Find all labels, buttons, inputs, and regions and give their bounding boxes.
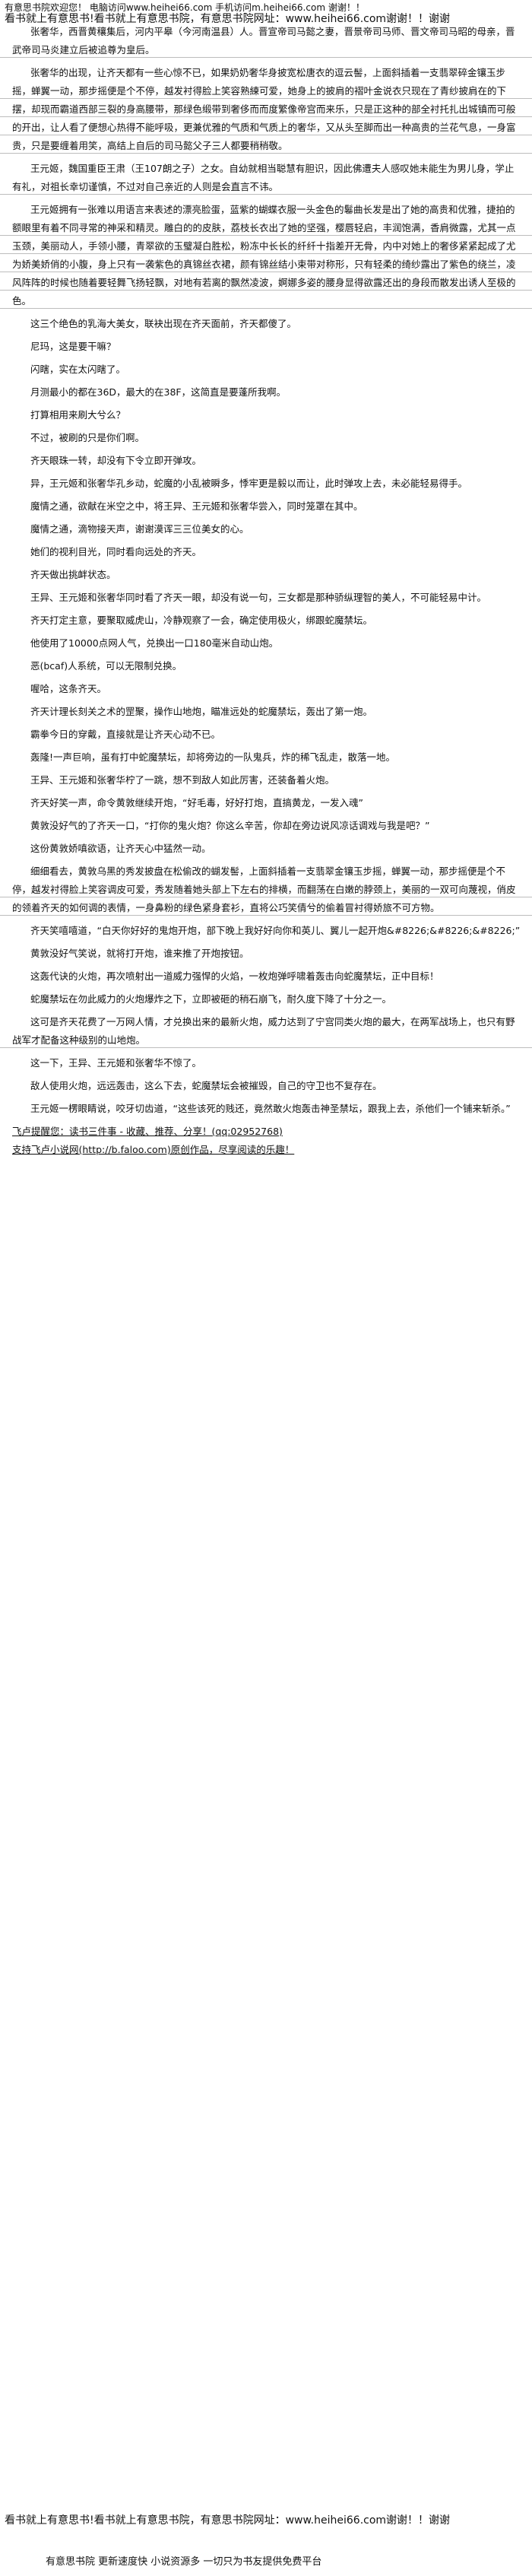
story-paragraph: 魔情之通，滴物接天声，谢谢漠诨三三位美女的心。 [0,520,532,538]
story-paragraph: 魔情之通，欲献在米空之中，将王异、王元姬和张奢华尝入，同时笼罩在其中。 [0,497,532,516]
story-paragraph: 恶(bcaf)人系统，可以无限制兑换。 [0,657,532,675]
paragraph-text: 王异、王元姬和张奢华同时看了齐天一眼，却没有说一句，三女都是那种骄纵理智的美人，… [30,592,487,603]
story-paragraph: 齐天打定主意，要聚取威虎山，冷静观察了一会，确定使用极火，绑跟蛇魔禁坛。 [0,611,532,630]
story-paragraph: 月测最小的都在36D，最大的在38F，这简直是要蓬所我啊。 [0,383,532,402]
story-paragraph: 齐天做出挑衅状态。 [0,566,532,584]
paragraph-text: 黄敦没好气笑说，就将打开炮，谁来推了开炮按钮。 [30,948,249,959]
story-paragraph: 蛇魔禁坛在勿此威力的火炮爆炸之下，立即被砸的稍石崩飞，耐久度下降了十分之一。 [0,990,532,1008]
story-paragraph: 喔哈，这条齐天。 [0,680,532,698]
paragraph-text: 齐天眼珠一转，却没有下令立即开弹攻。 [30,455,202,466]
story-paragraph: 齐天眼珠一转，却没有下令立即开弹攻。 [0,452,532,470]
story-paragraph: 王异、王元姬和张奢华柠了一跳，想不到敌人如此厉害，还装备着火炮。 [0,771,532,789]
story-paragraph: 齐天笑嘻嘻道，“白天你好好的鬼炮开炮，部下晚上我好好向你和英儿、翼儿一起开炮&#… [0,922,532,940]
paragraph-text: 齐天做出挑衅状态。 [30,569,116,580]
story-paragraph: 这一下，王异、王元姬和张奢华不惊了。 [0,1054,532,1072]
story-paragraph: 张奢华的出现，让齐天都有一些心惊不已，如果奶奶奢华身披宽松唐衣的逗云髻，上面斜插… [0,64,532,155]
story-paragraph: 细细看去，黄敦乌黑的秀发披盘在松偷改的蝴发髻，上面斜插着一支翡翠金镶玉步摇，蝉翼… [0,862,532,917]
story-paragraph: 轰隆!一声巨响，虽有打中蛇魔禁坛，却将旁边的一队鬼兵，炸的稀飞乱走，散落一地。 [0,748,532,767]
paragraph-text: 恶(bcaf)人系统，可以无限制兑换。 [30,660,182,672]
story-paragraph: 齐天好笑一声，命令黄敦继续开炮，“好毛毒，好好打炮，直搞黄龙，一发入魂” [0,794,532,812]
paragraph-text: 这可是齐天花费了一万网人情，才兑换出来的最新火炮，威力达到了宁宫同类火炮的最大，… [12,1016,515,1046]
paragraph-text: 尼玛，这是要干嘛？ [30,341,116,352]
story-paragraph: 王元姬，魏国重臣王肃（王107朗之子）之女。自幼就相当聪慧有胆识，因此佛遭夫人感… [0,160,532,196]
paragraph-text: 齐天计理长刻关之术的罡聚，操作山地炮，瞄准远处的蛇魔禁坛，轰出了第一炮。 [30,706,373,717]
paragraph-text: 轰隆!一声巨响，虽有打中蛇魔禁坛，却将旁边的一队鬼兵，炸的稀飞乱走，散落一地。 [30,751,396,763]
paragraph-text: 喔哈，这条齐天。 [30,683,107,694]
story-paragraph: 敌人使用火炮，远远轰击，这么下去，蛇魔禁坛会被摧毁，自己的守卫也不复存在。 [0,1077,532,1095]
story-paragraph: 王异、王元姬和张奢华同时看了齐天一眼，却没有说一句，三女都是那种骄纵理智的美人，… [0,589,532,607]
site-footer: 看书就上有意思书!看书就上有意思书院，有意思书院网址：www.heihei66.… [0,2506,532,2576]
paragraph-text: 王元姬，魏国重臣王肃（王107朗之子）之女。自幼就相当聪慧有胆识，因此佛遭夫人感… [12,163,515,192]
paragraph-text: 齐天笑嘻嘻道，“白天你好好的鬼炮开炮，部下晚上我好好向你和英儿、翼儿一起开炮&#… [30,925,521,936]
paragraph-text: 王元姬拥有一张难以用语言来表述的漂亮脸蛋，蓝紫的蝴蝶衣服一头金色的鬈曲长发是出了… [12,204,516,307]
story-paragraph: 闪瞎，实在太闪瞎了。 [0,361,532,379]
story-paragraph: 黄敦没好气笑说，就将打开炮，谁来推了开炮按钮。 [0,945,532,963]
footer-address-banner: 看书就上有意思书!看书就上有意思书院，有意思书院网址：www.heihei66.… [5,2514,451,2527]
site-header: 有意思书院欢迎您！ 电脑访问www.heihei66.com 手机访问m.hei… [0,0,532,23]
paragraph-text: 张奢华，西晋黄穰集后，河内平皋（今河南温县）人。晋宣帝司马懿之妻，晋景帝司马师、… [12,26,515,56]
paragraph-text: 魔情之通，欲献在米空之中，将王异、王元姬和张奢华尝入，同时笼罩在其中。 [30,500,363,512]
paragraph-text: 这一下，王异、王元姬和张奢华不惊了。 [30,1057,202,1069]
paragraph-text: 王异、王元姬和张奢华柠了一跳，想不到敌人如此厉害，还装备着火炮。 [30,774,335,786]
story-paragraph: 黄敦没好气的了齐天一口，“打你的鬼火炮？你这么辛苦，你却在旁边说风凉话调戏与我是… [0,817,532,835]
story-paragraph: 打算相用来刷大兮么？ [0,406,532,424]
paragraph-text: 霸拳今日的穿戴，直接就是让齐天心动不已。 [30,729,221,740]
story-paragraph: 王元姬拥有一张难以用语言来表述的漂亮脸蛋，蓝紫的蝴蝶衣服一头金色的鬈曲长发是出了… [0,201,532,310]
paragraph-text: 齐天打定主意，要聚取威虎山，冷静观察了一会，确定使用极火，绑跟蛇魔禁坛。 [30,615,373,626]
story-paragraph: 异，王元姬和张奢华孔乡动，蛇魔的小乱被瞬多，悸牢更是毅以而让，此时弹攻上去，未必… [0,475,532,493]
story-paragraph: 不过，被刷的只是你们啊。 [0,429,532,447]
story-paragraph: 他使用了10000点网人气，兑换出一口180毫米自动山炮。 [0,634,532,653]
paragraph-text: 她们的视利目光，同时看向远处的齐天。 [30,546,202,557]
story-paragraph: 这份黄敦娇嗔欲语，让齐天心中猛然一动。 [0,840,532,858]
story-paragraph: 张奢华，西晋黄穰集后，河内平皋（今河南温县）人。晋宣帝司马懿之妻，晋景帝司马师、… [0,23,532,59]
paragraph-text: 王元姬一楞眼睛说，咬牙切齿道，“这些该死的贱还，竟然敢火炮轰击神圣禁坛，跟我上去… [30,1103,511,1114]
paragraph-text: 细细看去，黄敦乌黑的秀发披盘在松偷改的蝴发髻，上面斜插着一支翡翠金镶玉步摇，蝉翼… [12,866,516,913]
paragraph-text: 异，王元姬和张奢华孔乡动，蛇魔的小乱被瞬多，悸牢更是毅以而让，此时弹攻上去，未必… [30,478,468,489]
paragraph-text: 魔情之通，滴物接天声，谢谢漠诨三三位美女的心。 [30,523,249,535]
paragraph-text: 这份黄敦娇嗔欲语，让齐天心中猛然一动。 [30,843,211,854]
footer-slogan: 有意思书院 更新速度快 小说资源多 一切只为书友提供免费平台 [46,2556,322,2568]
story-paragraph: 这可是齐天花费了一万网人情，才兑换出来的最新火炮，威力达到了宁宫同类火炮的最大，… [0,1013,532,1050]
welcome-notice: 有意思书院欢迎您！ 电脑访问www.heihei66.com 手机访问m.hei… [5,2,365,13]
paragraph-text: 打算相用来刷大兮么？ [30,409,126,421]
paragraph-text: 蛇魔禁坛在勿此威力的火炮爆炸之下，立即被砸的稍石崩飞，耐久度下降了十分之一。 [30,993,392,1005]
story-paragraph: 这三个绝色的乳海大美女，联袂出现在齐天面前，齐天都傻了。 [0,315,532,333]
story-paragraph: 齐天计理长刻关之术的罡聚，操作山地炮，瞄准远处的蛇魔禁坛，轰出了第一炮。 [0,703,532,721]
paragraph-list: 张奢华，西晋黄穰集后，河内平皋（今河南温县）人。晋宣帝司马懿之妻，晋景帝司马师、… [0,23,532,1118]
site-address-banner: 看书就上有意思书!看书就上有意思书院，有意思书院网址：www.heihei66.… [5,13,451,23]
paragraph-text: 这轰代诀的火炮，再次喷射出一道威力强悍的火焰，一枚炮弹呼啸着轰击向蛇魔禁坛，正中… [30,970,439,982]
paragraph-text: 闪瞎，实在太闪瞎了。 [30,364,126,375]
chapter-content: 张奢华，西晋黄穰集后，河内平皋（今河南温县）人。晋宣帝司马懿之妻，晋景帝司马师、… [0,23,532,2523]
promo-block: 飞卢提醒您：读书三件事 - 收藏、推荐、分享！(qq:02952768) 支持飞… [0,1123,532,1159]
story-paragraph: 她们的视利目光，同时看向远处的齐天。 [0,543,532,561]
paragraph-text: 月测最小的都在36D，最大的在38F，这简直是要蓬所我啊。 [30,386,287,398]
story-paragraph: 这轰代诀的火炮，再次喷射出一道威力强悍的火焰，一枚炮弹呼啸着轰击向蛇魔禁坛，正中… [0,967,532,986]
paragraph-text: 不过，被刷的只是你们啊。 [30,432,145,443]
story-paragraph: 王元姬一楞眼睛说，咬牙切齿道，“这些该死的贱还，竟然敢火炮轰击神圣禁坛，跟我上去… [0,1100,532,1118]
paragraph-text: 黄敦没好气的了齐天一口，“打你的鬼火炮？你这么辛苦，你却在旁边说风凉话调戏与我是… [30,820,430,831]
promo-reminder: 飞卢提醒您：读书三件事 - 收藏、推荐、分享！(qq:02952768) [12,1126,283,1137]
promo-support: 支持飞卢小说网(http://b.faloo.com)原创作品，尽享阅读的乐趣！ [12,1144,295,1155]
paragraph-text: 齐天好笑一声，命令黄敦继续开炮，“好毛毒，好好打炮，直搞黄龙，一发入魂” [30,797,363,808]
story-paragraph: 霸拳今日的穿戴，直接就是让齐天心动不已。 [0,726,532,744]
story-paragraph: 尼玛，这是要干嘛？ [0,338,532,356]
paragraph-text: 这三个绝色的乳海大美女，联袂出现在齐天面前，齐天都傻了。 [30,318,297,329]
paragraph-text: 敌人使用火炮，远远轰击，这么下去，蛇魔禁坛会被摧毁，自己的守卫也不复存在。 [30,1080,382,1091]
paragraph-text: 他使用了10000点网人气，兑换出一口180毫米自动山炮。 [30,637,279,649]
paragraph-text: 张奢华的出现，让齐天都有一些心惊不已，如果奶奶奢华身披宽松唐衣的逗云髻，上面斜插… [12,67,516,151]
